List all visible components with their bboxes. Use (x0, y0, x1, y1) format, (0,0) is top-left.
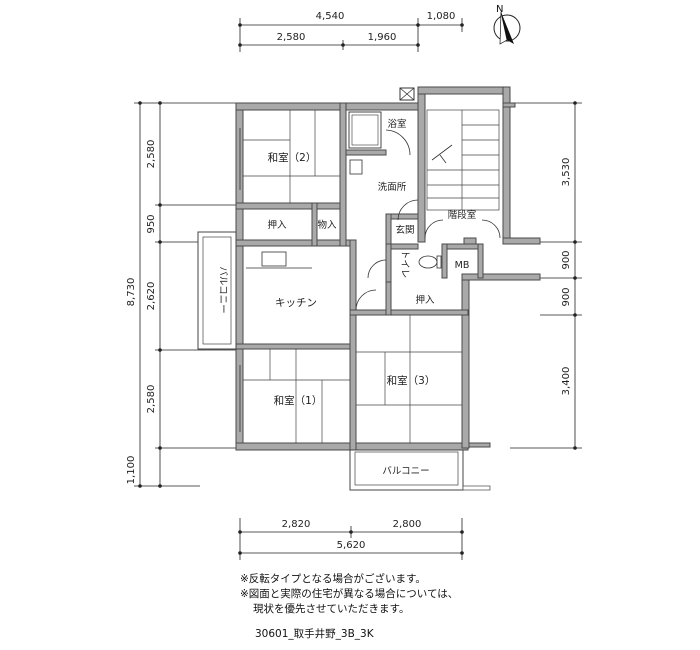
dim-left-total: 8,730 (126, 278, 137, 307)
dim-bottom-2800: 2,800 (393, 519, 422, 530)
walls (197, 86, 541, 491)
label-oshiire-2: 押入 (415, 294, 435, 306)
bottom-dimensions: 2,820 2,800 5,620 (238, 518, 464, 560)
dim-left-seg2: 950 (146, 214, 157, 233)
tatami-lines (239, 109, 501, 443)
label-washroom: 洗面所 (378, 181, 407, 193)
north-compass: N (493, 4, 521, 45)
label-washitsu-1: 和室（1） (274, 394, 323, 407)
dim-right-seg4: 3,400 (561, 367, 572, 396)
dim-left-seg3: 2,620 (146, 282, 157, 311)
dim-right-seg3: 900 (561, 287, 572, 306)
label-oshiire-1: 押入 (267, 219, 287, 231)
label-mb: MB (455, 260, 470, 271)
note-line-1: ※反転タイプとなる場合がございます。 (240, 573, 426, 585)
label-storage: 物入 (317, 219, 337, 231)
dim-top-2580: 2,580 (277, 32, 306, 43)
dim-left-seg5: 1,100 (126, 456, 137, 485)
label-washitsu-3: 和室（3） (387, 374, 436, 387)
dim-top-1080: 1,080 (427, 11, 456, 22)
label-entrance: 玄関 (395, 224, 414, 236)
note-line-2: ※図面と実際の住宅が異なる場合については、 (240, 588, 459, 600)
dim-top-1960: 1,960 (368, 32, 397, 43)
label-balcony-bottom: バルコニー (382, 466, 429, 477)
top-dimensions: 4,540 1,080 2,580 1,960 (238, 11, 464, 52)
dim-top-4540: 4,540 (316, 11, 345, 22)
dim-left-seg1: 2,580 (146, 140, 157, 169)
note-line-3: 現状を優先させていただきます。 (253, 603, 410, 615)
notes: ※反転タイプとなる場合がございます。 ※図面と実際の住宅が異なる場合については、… (240, 572, 458, 617)
room-labels: 和室（2） 浴室 洗面所 階段室 押入 物入 玄関 トイレ MB バルコニー キ… (217, 118, 476, 477)
dim-left-seg4: 2,580 (146, 385, 157, 414)
label-balcony-left: バルコニー (217, 266, 228, 313)
label-kitchen: キッチン (275, 297, 317, 309)
compass-label: N (496, 4, 503, 15)
right-dimensions: 3,530 900 900 3,400 (510, 101, 582, 450)
label-washitsu-2: 和室（2） (268, 151, 317, 164)
plan-code: 30601_取手井野_3B_3K (255, 628, 374, 640)
dim-right-seg1: 3,530 (561, 158, 572, 187)
dim-right-seg2: 900 (561, 250, 572, 269)
label-toilet: トイレ (399, 250, 410, 279)
label-stairs: 階段室 (448, 209, 477, 221)
dim-bottom-2820: 2,820 (282, 519, 311, 530)
left-dimensions: 8,730 2,580 950 2,620 2,580 1,100 (126, 101, 240, 488)
label-bath: 浴室 (387, 118, 406, 130)
dim-bottom-5620: 5,620 (337, 540, 366, 551)
